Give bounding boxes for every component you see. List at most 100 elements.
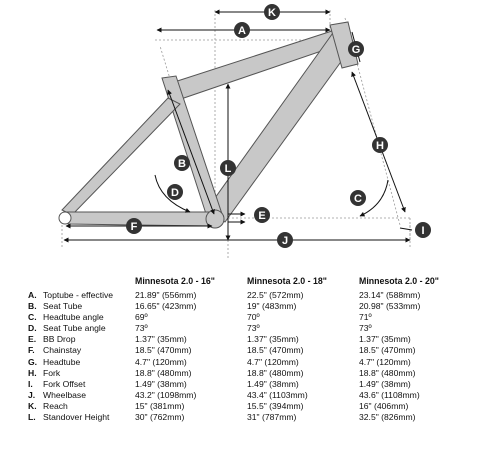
badge-a-label: A	[238, 25, 246, 37]
row-value-20: 4.7" (120mm)	[359, 356, 411, 367]
row-label: Toptube - effective	[43, 290, 114, 300]
row-value-16: 18.8" (480mm)	[135, 367, 192, 378]
badge-h: H	[372, 137, 388, 153]
row-value-18: 1.37" (35mm)	[247, 334, 299, 345]
row-value-20: 18.8" (480mm)	[359, 367, 416, 378]
row-value-18: 1.49" (38mm)	[247, 378, 299, 389]
column-header-18: Minnesota 2.0 - 18"	[247, 276, 327, 286]
row-label: Reach	[43, 400, 68, 411]
row-label: BB Drop	[43, 334, 76, 345]
badge-b-label: B	[178, 158, 186, 170]
row-value-16: 69º	[135, 312, 148, 323]
badge-k-label: K	[268, 7, 276, 19]
table-row: C. Headtube angle 69º 70º 71º	[28, 312, 449, 323]
badge-g: G	[348, 41, 364, 57]
row-value-16: 1.49" (38mm)	[135, 378, 187, 389]
badge-h-label: H	[376, 140, 384, 152]
badge-c: C	[350, 190, 366, 206]
badge-b: B	[174, 155, 190, 171]
row-label: Wheelbase	[43, 389, 86, 400]
badge-a: A	[234, 22, 250, 38]
table-row: B. Seat Tube 16.65" (423mm) 19" (483mm) 20.9…	[28, 301, 449, 312]
badge-f-label: F	[131, 221, 138, 233]
row-letter: G.	[28, 356, 38, 367]
row-value-16: 18.5" (470mm)	[135, 345, 192, 356]
row-value-20: 23.14" (588mm)	[359, 290, 421, 300]
row-label: Seat Tube angle	[43, 323, 106, 334]
badge-i: I	[415, 222, 431, 238]
row-letter: K.	[28, 400, 37, 411]
row-value-20: 18.5" (470mm)	[359, 345, 416, 356]
row-letter: H.	[28, 367, 37, 378]
row-value-18: 43.4" (1103mm)	[247, 389, 308, 400]
column-header-16: Minnesota 2.0 - 16"	[135, 276, 215, 286]
badge-l: L	[220, 160, 236, 176]
geometry-table: Minnesota 2.0 - 16" Minnesota 2.0 - 18" …	[28, 276, 449, 423]
row-label: Seat Tube	[43, 301, 83, 312]
row-value-16: 4.7" (120mm)	[135, 356, 187, 367]
row-value-20: 20.98" (533mm)	[359, 301, 421, 312]
row-value-20: 1.49" (38mm)	[359, 378, 411, 389]
badge-c-label: C	[354, 193, 362, 205]
row-letter: J.	[28, 389, 36, 400]
table-row: J. Wheelbase 43.2" (1098mm) 43.4" (1103mm) 4…	[28, 390, 449, 401]
row-value-20: 73º	[359, 323, 372, 334]
row-label: Headtube	[43, 356, 81, 367]
row-value-18: 15.5" (394mm)	[247, 400, 304, 411]
row-value-18: 19" (483mm)	[247, 301, 297, 312]
row-letter: D.	[28, 323, 37, 334]
row-value-16: 21.89" (556mm)	[135, 290, 197, 300]
row-value-18: 22.5" (572mm)	[247, 290, 304, 300]
row-label: Chainstay	[43, 345, 82, 356]
table-row: D. Seat Tube angle 73º 73º 73º	[28, 323, 449, 334]
table-row: G. Headtube 4.7" (120mm) 4.7" (120mm) 4.7" (…	[28, 357, 449, 368]
row-value-20: 1.37" (35mm)	[359, 334, 411, 345]
row-letter: I.	[28, 378, 33, 389]
badge-d-label: D	[171, 187, 179, 199]
row-value-16: 15" (381mm)	[135, 400, 185, 411]
row-value-16: 1.37" (35mm)	[135, 334, 187, 345]
row-value-18: 73º	[247, 323, 260, 334]
row-value-16: 43.2" (1098mm)	[135, 389, 197, 400]
table-row: K. Reach 15" (381mm) 15.5" (394mm) 16" (406m…	[28, 401, 449, 412]
row-label: Fork	[43, 367, 61, 378]
table-row: E. BB Drop 1.37" (35mm) 1.37" (35mm) 1.37" (…	[28, 334, 449, 345]
row-value-18: 18.5" (470mm)	[247, 345, 304, 356]
header-spacer	[28, 276, 135, 290]
badge-j-label: J	[282, 235, 288, 247]
badge-e-label: E	[258, 210, 265, 222]
badge-k: K	[264, 4, 280, 20]
measurement-lines	[63, 9, 413, 243]
row-value-18: 4.7" (120mm)	[247, 356, 299, 367]
badge-e: E	[254, 207, 270, 223]
row-value-18: 70º	[247, 312, 260, 323]
row-value-20: 71º	[359, 312, 372, 323]
row-value-16: 73º	[135, 323, 148, 334]
badge-j: J	[277, 232, 293, 248]
row-value-18: 31" (787mm)	[247, 412, 297, 423]
row-value-16: 16.65" (423mm)	[135, 301, 197, 312]
column-header-20: Minnesota 2.0 - 20"	[359, 276, 439, 286]
row-letter: E.	[28, 334, 37, 345]
bike-frame	[58, 21, 359, 229]
row-letter: A.	[28, 290, 37, 300]
table-row: H. Fork 18.8" (480mm) 18.8" (480mm) 18.8" (4…	[28, 368, 449, 379]
row-label: Fork Offset	[43, 378, 86, 389]
badge-d: D	[167, 184, 183, 200]
row-letter: B.	[28, 301, 37, 312]
badge-l-label: L	[225, 163, 232, 175]
table-header-row: Minnesota 2.0 - 16" Minnesota 2.0 - 18" …	[28, 276, 449, 290]
row-letter: C.	[28, 312, 37, 323]
table-row: I. Fork Offset 1.49" (38mm) 1.49" (38mm) 1.4…	[28, 379, 449, 390]
badge-g-label: G	[352, 44, 361, 56]
head-tube	[329, 21, 359, 69]
badge-f: F	[126, 218, 142, 234]
row-value-20: 16" (406mm)	[359, 400, 409, 411]
row-value-16: 30" (762mm)	[135, 412, 185, 423]
row-letter: L.	[28, 412, 36, 423]
row-value-18: 18.8" (480mm)	[247, 367, 304, 378]
row-label: Headtube angle	[43, 312, 104, 323]
row-value-20: 43.6" (1108mm)	[359, 389, 420, 400]
